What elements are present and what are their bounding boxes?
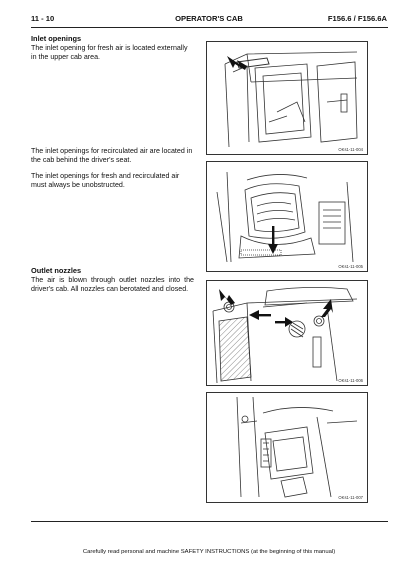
cab-roof-illustration <box>224 51 358 148</box>
arrow-icon <box>219 289 235 305</box>
figure-outlet-nozzles: OKs1-11-006 <box>206 280 368 386</box>
page-number: 11 - 10 <box>31 14 55 23</box>
outlet-nozzles-text: The air is blown through outlet nozzles … <box>31 276 194 294</box>
seat-illustration <box>216 171 354 263</box>
recirculated-air-text: The inlet openings for recirculated air … <box>31 147 193 165</box>
figure-code: OKs1-11-004 <box>338 147 363 152</box>
model-number: F156.6 / F156.6A <box>327 14 387 23</box>
outlet-nozzles-heading: Outlet nozzles <box>31 266 82 275</box>
unobstructed-warning-text: The inlet openings for fresh and recircu… <box>31 172 180 190</box>
chapter-title: OPERATOR'S CAB <box>175 14 243 23</box>
figure-code: OKs1-11-006 <box>338 378 363 383</box>
footer-rule <box>31 521 388 522</box>
figure-code: OKs1-11-007 <box>338 495 363 500</box>
arrow-icon <box>268 226 278 254</box>
figure-code: OKs1-11-005 <box>338 264 363 269</box>
page-header: 11 - 10 OPERATOR'S CAB F156.6 / F156.6A <box>31 14 387 28</box>
inlet-openings-heading: Inlet openings <box>31 34 82 43</box>
arrow-icon <box>227 56 247 70</box>
inlet-fresh-air-text: The inlet opening for fresh air is locat… <box>31 44 188 62</box>
figure-outlet-nozzle-detail: OKs1-11-007 <box>206 392 368 503</box>
footer-safety-note: Carefully read personal and machine SAFE… <box>82 549 336 555</box>
arrow-icon <box>321 299 333 317</box>
cab-interior-illustration <box>236 396 358 498</box>
arrow-icon <box>275 317 293 327</box>
figure-recirculated-air-inlet: OKs1-11-005 <box>206 161 368 272</box>
arrow-icon <box>249 310 271 320</box>
header-rule <box>31 27 388 28</box>
nozzles-illustration <box>212 287 358 384</box>
figure-fresh-air-inlet: OKs1-11-004 <box>206 41 368 155</box>
